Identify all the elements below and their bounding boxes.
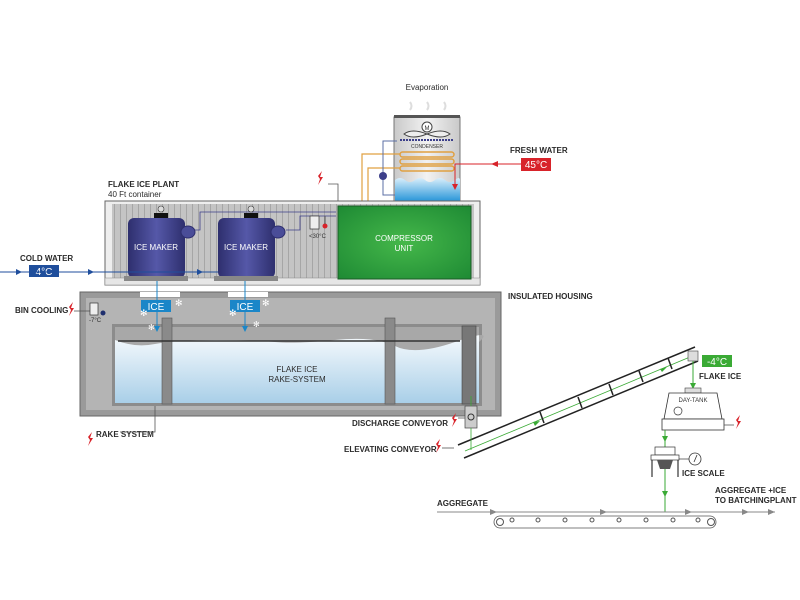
ice-label-1: ICE xyxy=(148,302,165,313)
ice-scale xyxy=(650,446,680,477)
rake-system-label: RAKE SYSTEM xyxy=(96,430,154,439)
compressor-label-1: COMPRESSOR xyxy=(375,234,433,243)
power-icon xyxy=(88,432,93,446)
ice-maker-2: ICE MAKER xyxy=(214,205,286,281)
aggregate-label: AGGREGATE xyxy=(437,499,489,508)
evaporation-label: Evaporation xyxy=(406,83,449,92)
thermometer-icon xyxy=(322,223,328,229)
snowflake-icon: ✻ xyxy=(140,309,148,319)
flake-ice-temp-badge xyxy=(702,355,732,367)
fresh-water-temp: 45°C xyxy=(525,160,547,171)
thermostat-icon xyxy=(89,302,99,316)
power-icon xyxy=(69,302,74,316)
svg-text:M: M xyxy=(425,126,430,132)
compressor-unit xyxy=(337,205,472,280)
cold-water-temp-badge xyxy=(29,265,59,277)
pump-icon xyxy=(379,172,387,180)
motor-icon xyxy=(421,121,433,133)
ice-maker-2-label: ICE MAKER xyxy=(224,243,268,252)
ice-maker-1: ICE MAKER xyxy=(124,205,196,281)
fresh-water-label: FRESH WATER xyxy=(510,146,568,155)
output-label-2: TO BATCHINGPLANT xyxy=(715,496,797,505)
snowflake-icon: ✻ xyxy=(148,323,155,332)
day-tank-label: DAY-TANK xyxy=(679,398,708,404)
thermostat-icon xyxy=(309,215,320,230)
condenser-unit: M CONDENSER xyxy=(393,101,461,204)
plant-title: FLAKE ICE PLANT xyxy=(108,180,179,189)
rake-label-2: RAKE-SYSTEM xyxy=(268,375,326,384)
cold-water-label: COLD WATER xyxy=(20,254,73,263)
power-icon xyxy=(452,413,457,427)
elevating-conveyor xyxy=(457,346,699,459)
output-label-1: AGGREGATE +ICE xyxy=(715,486,787,495)
ice-badge-1 xyxy=(141,300,171,312)
discharge-conveyor-label: DISCHARGE CONVEYOR xyxy=(352,419,448,428)
discharge-conveyor xyxy=(464,405,478,429)
ice-badge-2 xyxy=(230,300,260,312)
flake-ice-label: FLAKE ICE xyxy=(699,372,742,381)
ice-maker-1-label: ICE MAKER xyxy=(134,243,178,252)
fresh-water-temp-badge xyxy=(521,158,551,171)
snowflake-icon: ✻ xyxy=(262,299,270,309)
plant-subtitle: 40 Ft container xyxy=(108,190,162,199)
power-icon xyxy=(736,415,741,429)
thermometer-icon xyxy=(100,310,106,316)
insulated-housing xyxy=(79,291,502,417)
compressor-label-2: UNIT xyxy=(395,244,414,253)
rake-label-1: FLAKE ICE xyxy=(277,365,318,374)
fan-icon xyxy=(403,130,451,138)
aggregate-conveyor-belt xyxy=(493,515,717,529)
day-tank xyxy=(661,387,725,431)
flake-ice-temp: -4°C xyxy=(707,357,727,368)
insulated-housing-label: INSULATED HOUSING xyxy=(508,292,593,301)
ice-scale-label: ICE SCALE xyxy=(682,469,725,478)
power-icon xyxy=(318,171,323,185)
container-temp: <30°C xyxy=(309,234,327,240)
elevating-conveyor-label: ELEVATING CONVEYOR xyxy=(344,445,437,454)
ice-label-2: ICE xyxy=(237,302,254,313)
condenser-label: CONDENSER xyxy=(411,144,443,150)
bin-cooling-label: BIN COOLING xyxy=(15,306,68,315)
bin-temp: -7°C xyxy=(89,318,102,324)
snowflake-icon: ✻ xyxy=(253,320,260,329)
snowflake-icon: ✻ xyxy=(229,309,237,319)
snowflake-icon: ✻ xyxy=(175,299,183,309)
power-icon xyxy=(436,439,441,453)
